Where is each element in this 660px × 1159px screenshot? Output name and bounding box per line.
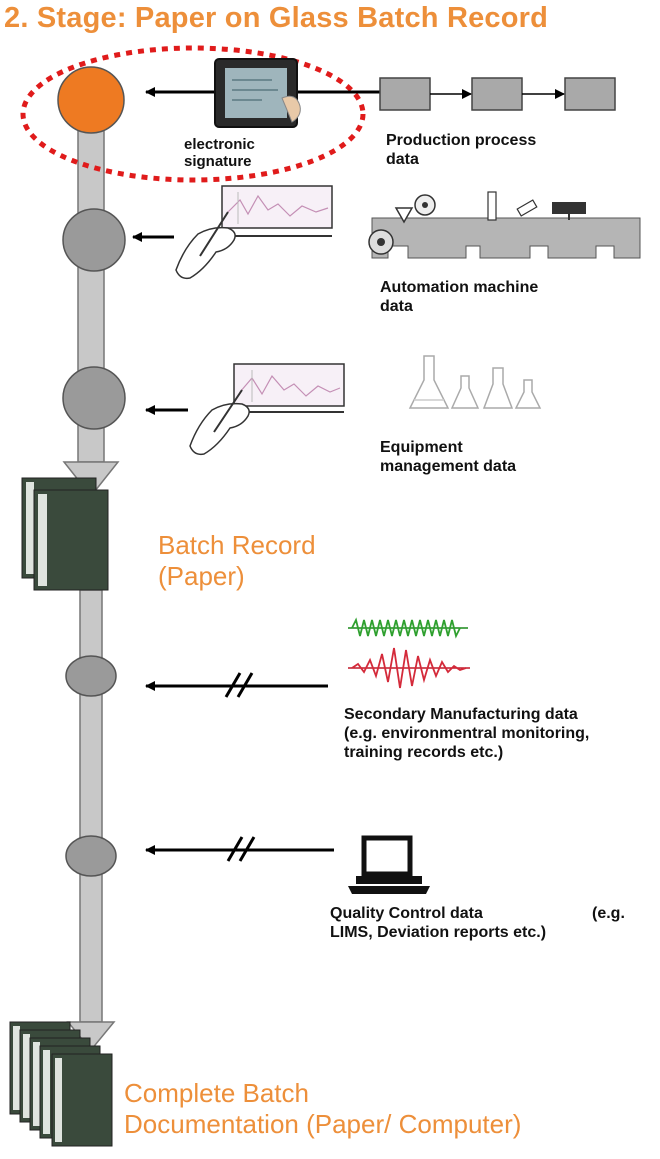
signature-label-line1: electronic <box>184 136 255 153</box>
automation-label-line1: Automation machine <box>380 279 539 296</box>
batch-record-line2: (Paper) <box>158 561 245 591</box>
complete-documentation-line1: Complete Batch <box>124 1078 309 1108</box>
signature-label: electronic signature <box>184 136 255 170</box>
production-process-boxes <box>379 77 616 111</box>
equipment-label-line1: Equipment <box>380 439 463 456</box>
quality-label-line2: LIMS, Deviation reports etc.) <box>330 924 547 941</box>
equipment-label-line2: management data <box>380 458 517 475</box>
equipment-node <box>62 366 126 430</box>
batch-record-binders-icon <box>21 477 109 591</box>
computer-terminal-icon <box>348 835 430 894</box>
automation-machine-icon <box>368 191 641 259</box>
signature-highlight-ring <box>20 45 366 183</box>
secondary-label-line1: Secondary Manufacturing data <box>344 706 578 723</box>
quality-label-line1: Quality Control data (e.g. <box>330 904 625 923</box>
production-label-line2: data <box>386 151 419 168</box>
hand-writing-chart-icon-2 <box>189 363 345 456</box>
quality-node <box>65 835 117 877</box>
production-process-label: Production process data <box>386 131 536 169</box>
batch-record-line1: Batch Record <box>158 530 316 560</box>
secondary-label-line3: training records etc.) <box>344 744 504 761</box>
quality-control-label: Quality Control data (e.g. LIMS, Deviatio… <box>330 904 625 942</box>
production-label-line1: Production process <box>386 132 537 149</box>
page-title: 2. Stage: Paper on Glass Batch Record <box>4 2 549 34</box>
arrow-secondary <box>145 672 328 698</box>
complete-documentation-label: Complete Batch Documentation (Paper/ Com… <box>124 1078 521 1140</box>
secondary-label-line2: (e.g. environmentral monitoring, <box>344 725 590 742</box>
arrow-quality <box>145 836 334 862</box>
complete-documentation-binders-icon <box>9 1021 113 1147</box>
automation-label-line2: data <box>380 298 413 315</box>
tablet-icon <box>214 58 301 128</box>
quality-label-eg: (e.g. <box>592 905 625 922</box>
complete-documentation-line2: Documentation (Paper/ Computer) <box>124 1109 522 1139</box>
signature-node <box>57 66 125 134</box>
equipment-management-label: Equipment management data <box>380 438 516 476</box>
secondary-manufacturing-label: Secondary Manufacturing data (e.g. envir… <box>344 705 589 762</box>
automation-node <box>62 208 126 272</box>
hand-writing-chart-icon <box>175 185 333 280</box>
waveform-icon <box>348 617 470 689</box>
secondary-node <box>65 655 117 697</box>
automation-machine-label: Automation machine data <box>380 278 538 316</box>
batch-record-label: Batch Record (Paper) <box>158 530 316 592</box>
quality-label-text: Quality Control data <box>330 905 483 922</box>
laboratory-flasks-icon <box>408 355 542 409</box>
signature-label-line2: signature <box>184 153 252 170</box>
